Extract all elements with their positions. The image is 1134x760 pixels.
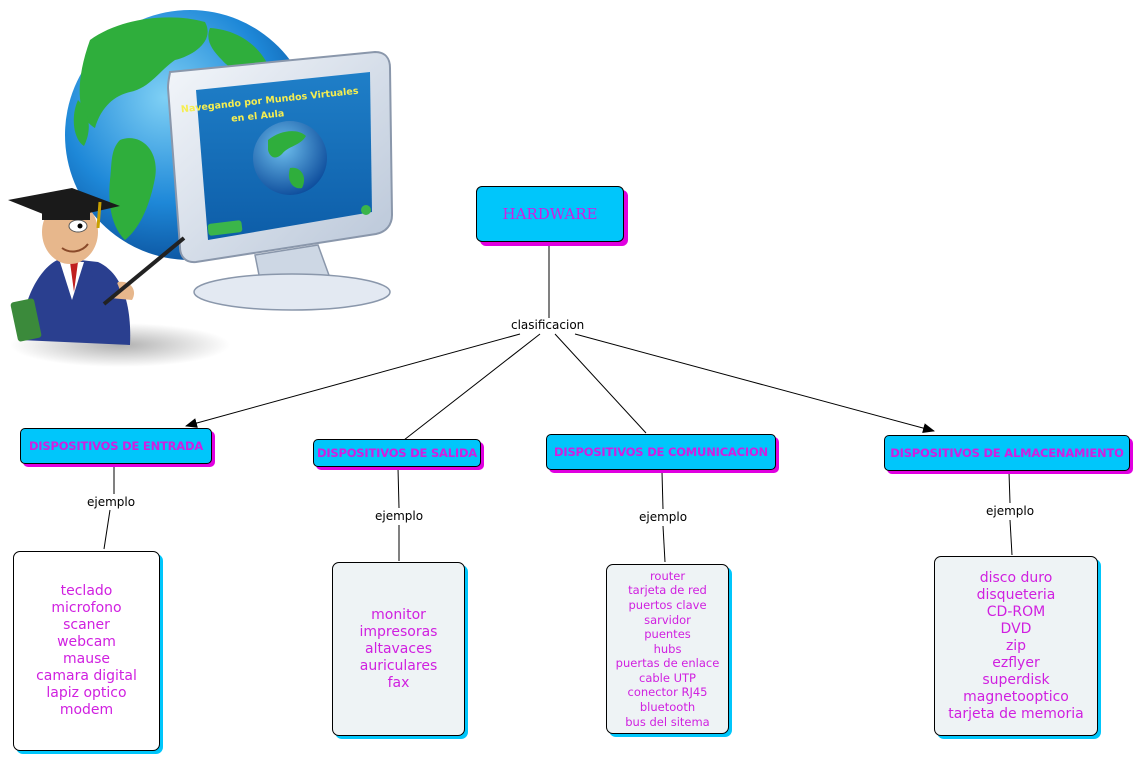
list-item: bus del sitema — [625, 714, 710, 729]
list-item: mause — [63, 651, 110, 667]
link-comunicacion-label — [661, 471, 664, 510]
list-item: modem — [59, 702, 114, 718]
list-item: fax — [387, 674, 410, 691]
list-item: hubs — [653, 641, 682, 656]
list-item: teclado — [60, 583, 113, 599]
list-item: scaner — [63, 617, 110, 633]
graduate-teacher-figure — [8, 188, 186, 345]
list-item: conector RJ45 — [627, 685, 708, 700]
dispositivos-almacenamiento-node[interactable]: DISPOSITIVOS DE ALMACENAMIENTO — [884, 435, 1130, 471]
list-item: sarvidor — [644, 612, 691, 627]
dispositivos-comunicacion-node[interactable]: DISPOSITIVOS DE COMUNICACION — [546, 434, 776, 470]
link-almacenamiento-box — [1009, 519, 1013, 556]
ejemplo-label-comunicacion: ejemplo — [637, 510, 690, 524]
list-item: puentes — [644, 627, 691, 642]
list-item: puertas de enlace — [615, 656, 720, 671]
hardware-node[interactable]: HARDWARE — [476, 186, 624, 242]
list-item: CD-ROM — [986, 603, 1046, 620]
list-item: puertos clave — [628, 597, 707, 612]
list-item: bluetooth — [639, 700, 696, 715]
list-item: disqueteria — [976, 586, 1056, 603]
list-item: disco duro — [979, 569, 1053, 586]
list-item: router — [649, 568, 686, 583]
list-item: zip — [1005, 637, 1027, 654]
comunicacion-examples-box[interactable]: router tarjeta de red puertos clave sarv… — [606, 564, 729, 734]
list-item: auriculares — [359, 657, 438, 674]
list-item: monitor — [371, 606, 426, 623]
pointer-stick — [102, 236, 186, 306]
link-label-entrada — [185, 333, 521, 428]
salida-examples-box[interactable]: monitor impresoras altavaces auriculares… — [332, 562, 465, 736]
ejemplo-label-salida: ejemplo — [373, 509, 426, 523]
link-label-almacenamiento — [574, 333, 935, 433]
list-item: altavaces — [364, 640, 432, 657]
computer-globe-teacher-illustration: Navegando por Mundos Virtuales en el Aul… — [8, 10, 394, 367]
link-comunicacion-box — [662, 525, 666, 563]
list-item: tarjeta de memoria — [948, 705, 1084, 722]
ejemplo-label-entrada: ejemplo — [85, 495, 138, 509]
list-item: camara digital — [36, 668, 137, 684]
globe-land — [79, 17, 208, 128]
entrada-examples-box[interactable]: teclado microfono scaner webcam mause ca… — [13, 551, 160, 751]
link-entrada-box — [103, 509, 111, 550]
list-item: lapiz optico — [46, 685, 127, 701]
list-item: webcam — [57, 634, 116, 650]
link-label-salida — [403, 333, 541, 441]
list-item: microfono — [51, 600, 122, 616]
list-item: tarjeta de red — [628, 583, 707, 598]
list-item: ezflyer — [992, 654, 1040, 671]
list-item: impresoras — [359, 623, 438, 640]
monitor-base — [193, 273, 391, 311]
almacenamiento-examples-box[interactable]: disco duro disqueteria CD-ROM DVD zip ez… — [934, 556, 1098, 736]
link-salida-label — [397, 467, 400, 509]
clasificacion-label: clasificacion — [509, 318, 587, 332]
link-almacenamiento-label — [1008, 471, 1011, 504]
dispositivos-salida-node[interactable]: DISPOSITIVOS DE SALIDA — [313, 439, 481, 467]
link-label-comunicacion — [554, 333, 647, 434]
list-item: DVD — [1000, 620, 1032, 637]
list-item: cable UTP — [639, 670, 696, 685]
list-item: magnetooptico — [963, 688, 1069, 705]
list-item: superdisk — [982, 671, 1050, 688]
dispositivos-entrada-node[interactable]: DISPOSITIVOS DE ENTRADA — [20, 428, 212, 464]
ejemplo-label-almacenamiento: ejemplo — [984, 504, 1037, 518]
